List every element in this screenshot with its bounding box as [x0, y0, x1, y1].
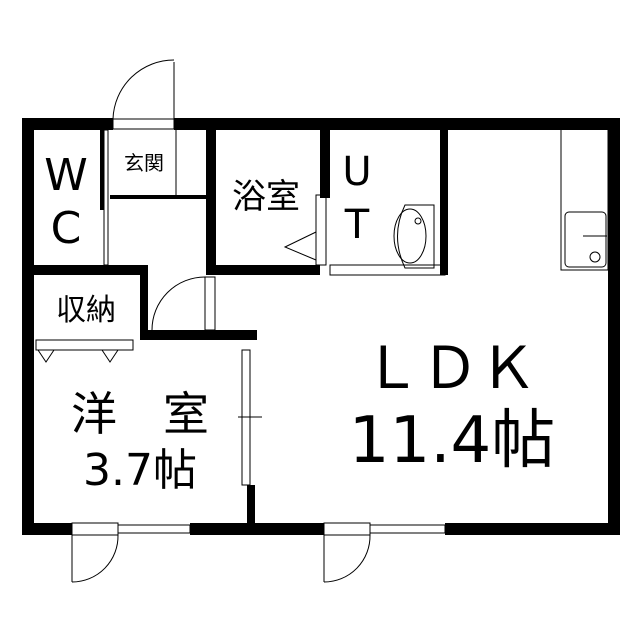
entrance-door-frame [112, 118, 175, 130]
storage-label: 収納 [56, 293, 116, 328]
ldk-window [369, 524, 446, 534]
hall-door-swing [151, 276, 206, 331]
ut-label-2: T [344, 202, 370, 248]
kitchen-sink [564, 211, 607, 268]
western-room-size: 3.7帖 [83, 445, 197, 496]
wc-door [103, 129, 109, 266]
wc-label: W [44, 150, 88, 201]
washbasin [397, 204, 435, 269]
bath-door [315, 194, 327, 266]
ldk-door-swing [323, 534, 371, 583]
wc-label-2: C [51, 203, 82, 254]
entrance-door-swing [112, 59, 175, 120]
kitchen-counter [560, 127, 609, 271]
entrance-label: 玄関 [124, 151, 164, 175]
bathroom-label: 浴室 [232, 177, 300, 217]
walls [22, 118, 620, 535]
room-door-swing [71, 534, 119, 583]
fixtures [35, 59, 609, 583]
ut-sliding-door [329, 264, 446, 276]
western-room-name: 洋 室 [71, 387, 209, 441]
bath-door-arrow [283, 231, 317, 261]
ldk-name: ＬＤＫ [363, 334, 537, 402]
ldk-size: 11.4帖 [349, 404, 556, 478]
storage-folding-door [35, 339, 134, 351]
ut-label: U [342, 149, 371, 195]
room-window [117, 524, 191, 534]
